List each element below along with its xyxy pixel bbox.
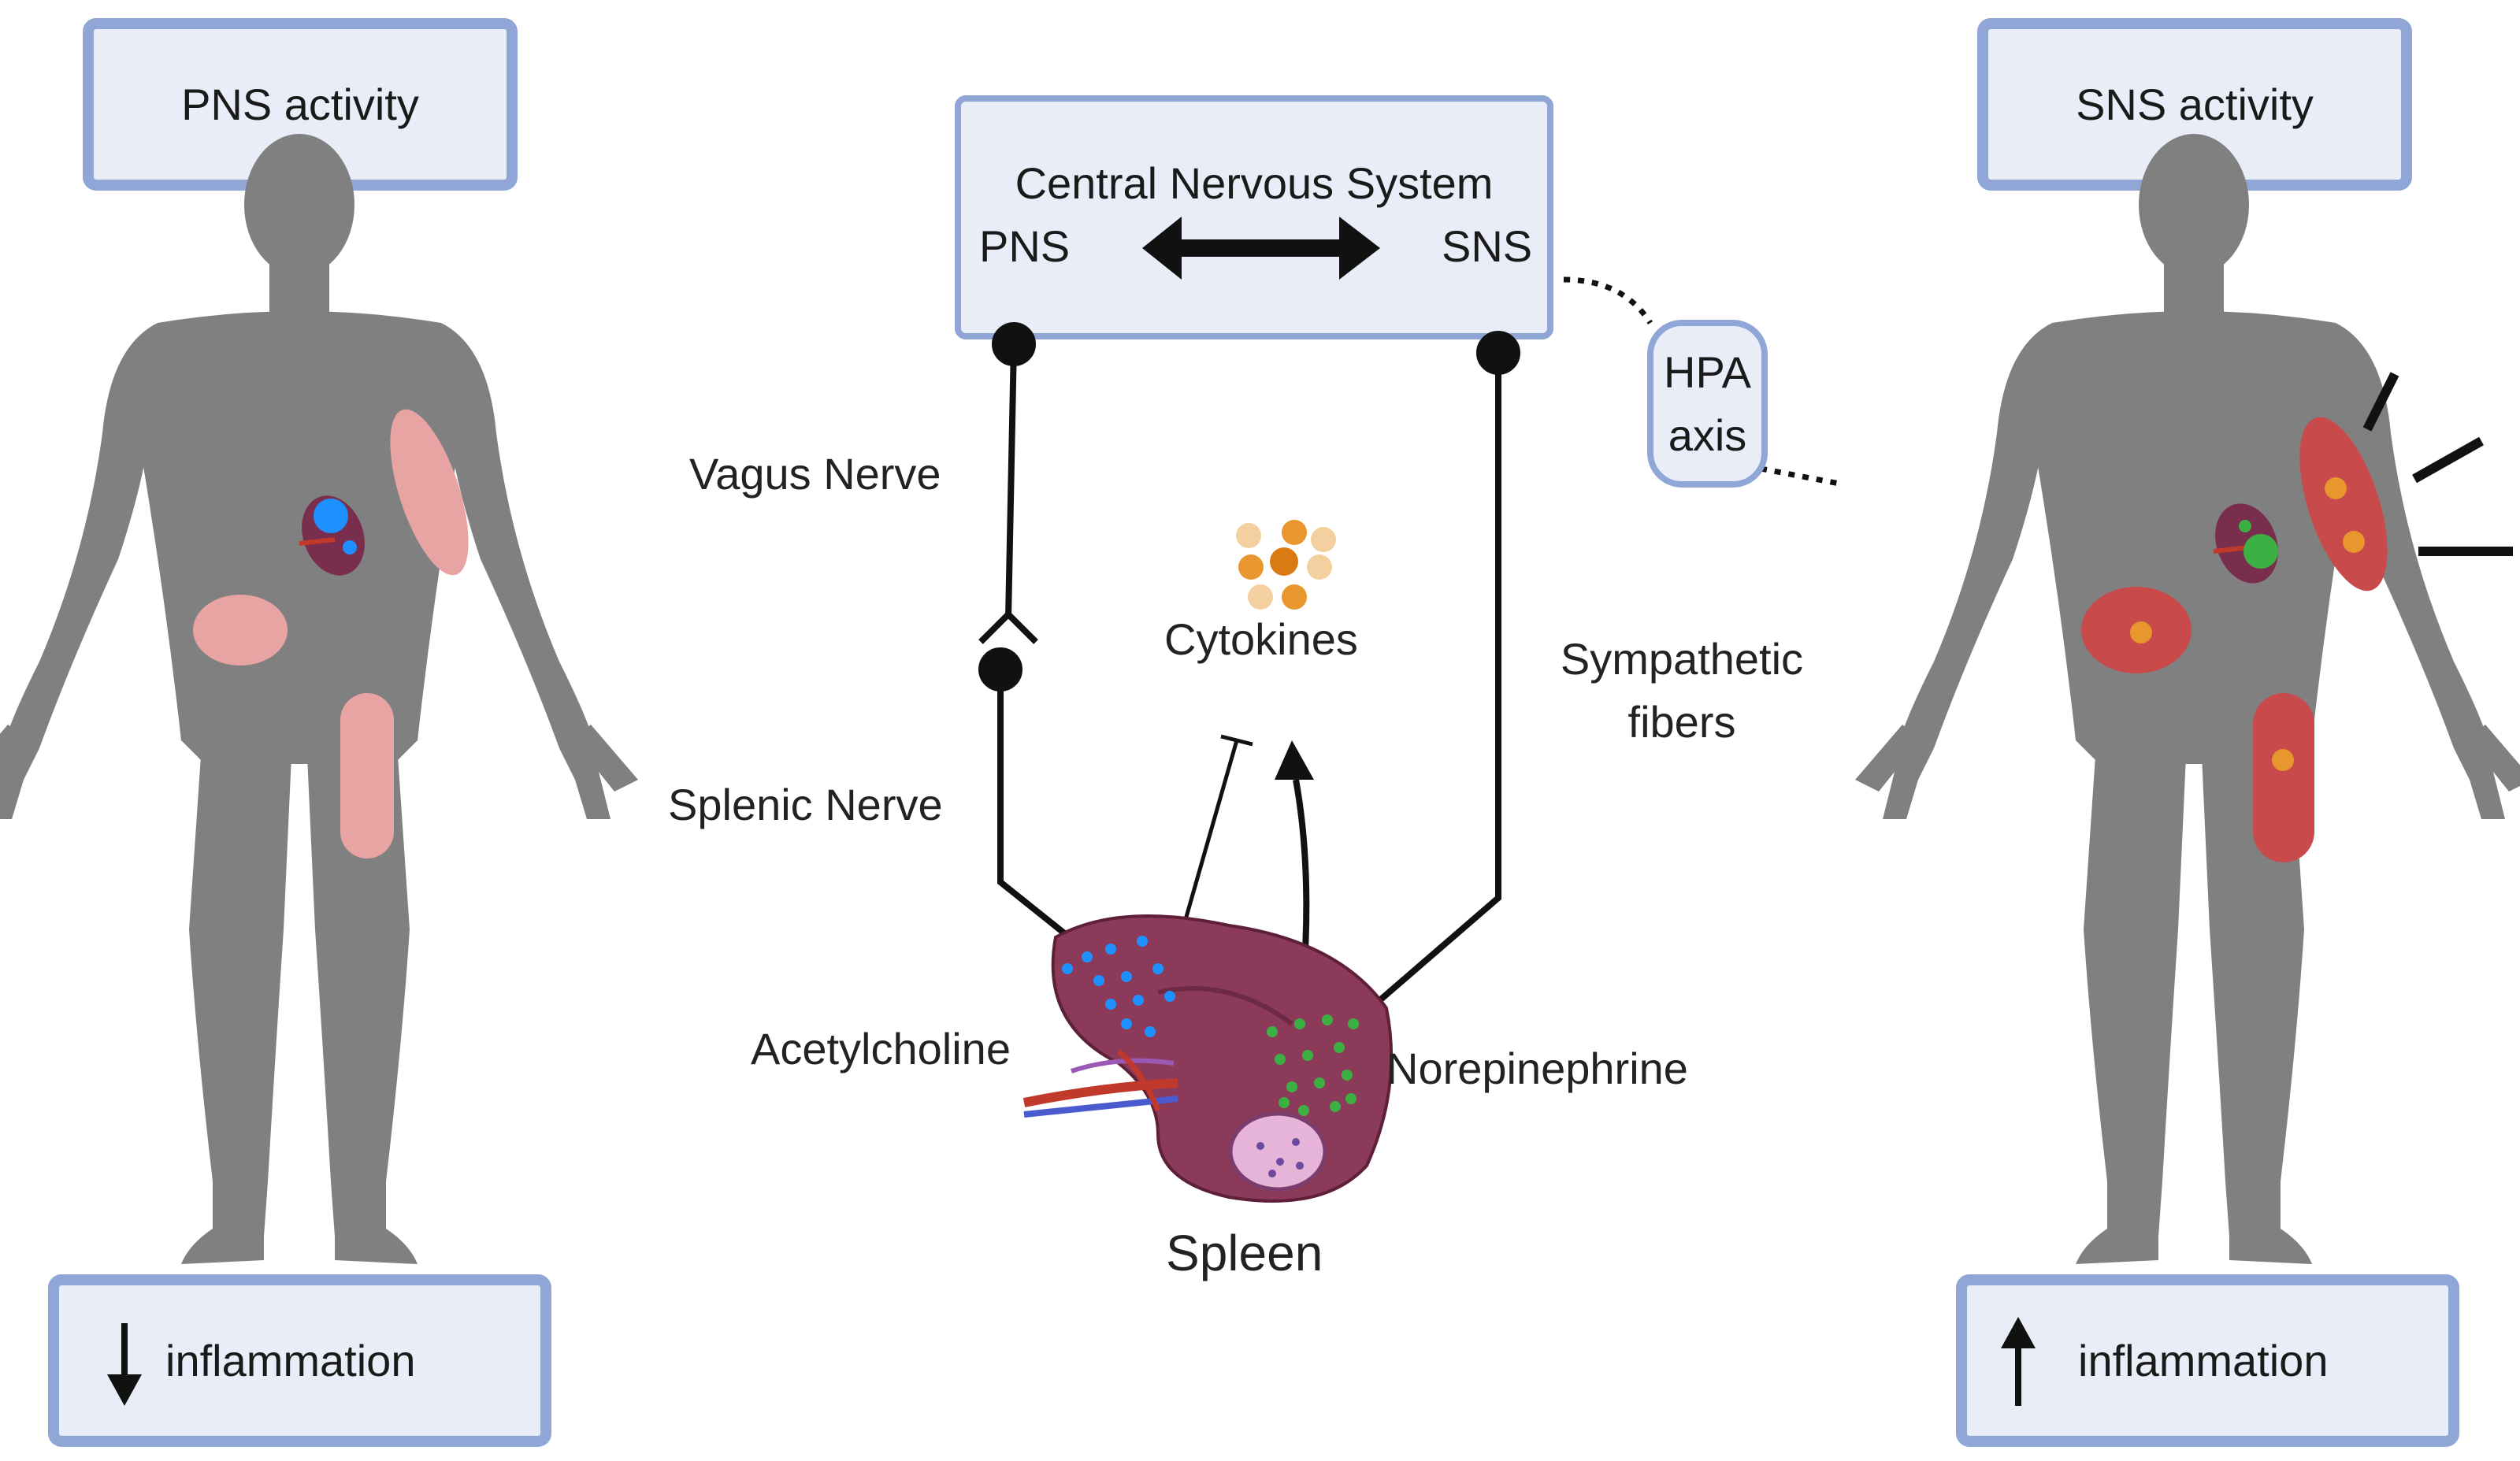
hpa-dotted-line-out [1760,465,1844,488]
fibers-label: fibers [1627,697,1736,747]
acetylcholine-label: Acetylcholine [751,1024,1011,1074]
right-inflammation-label: inflammation [2078,1336,2329,1385]
double-arrow-icon [1142,217,1380,280]
right-arm-patch [2299,417,2388,591]
spleen-label: Spleen [1166,1225,1323,1281]
vagus-nerve [978,322,1038,644]
norepinephrine-label: Norepinephrine [1386,1044,1688,1093]
sympathetic-label: Sympathetic [1560,634,1804,684]
sympathetic-fibers [1343,331,1520,1019]
up-arrow-icon [2001,1317,2036,1406]
spleen-illustration [1022,914,1394,1203]
cns-box [955,95,1553,339]
cns-sns-label: SNS [1442,221,1533,271]
pns-activity-label: PNS activity [181,80,419,129]
cns-pns-label: PNS [979,221,1071,271]
left-arm-patch [390,409,469,576]
cytokines-icon [1236,520,1336,610]
splenic-nerve-label: Splenic Nerve [668,780,943,829]
right-leg-patch [2253,693,2314,862]
cytokines-label: Cytokines [1164,614,1358,664]
hpa-dotted-line [1563,276,1653,324]
sns-activity-label: SNS activity [2076,80,2314,129]
right-inflammation-box [1956,1274,2459,1447]
right-torso-cell [2130,621,2152,643]
left-human-figure [0,134,638,1264]
right-leg-cell [2272,749,2294,771]
left-torso-patch [193,595,288,666]
left-inflammation-label: inflammation [165,1336,416,1385]
pain-lines-icon [2362,372,2513,556]
left-inflammation-box [48,1274,551,1447]
down-arrow-icon [107,1323,142,1406]
right-arm-cell [2325,477,2347,499]
hpa-box [1647,320,1768,488]
left-leg-patch [340,693,394,858]
vagus-nerve-label: Vagus Nerve [689,449,941,499]
acetylcholine-dots [1062,936,1175,1037]
right-human-figure [1855,134,2520,1264]
left-spleen-icon [299,495,365,576]
norepinephrine-dots [1267,1014,1359,1116]
cns-title: Central Nervous System [1015,158,1494,208]
right-spleen-icon [2213,503,2278,584]
hpa-line2: axis [1668,410,1747,460]
right-arm-cell [2343,531,2365,553]
hpa-line1: HPA [1664,347,1751,397]
